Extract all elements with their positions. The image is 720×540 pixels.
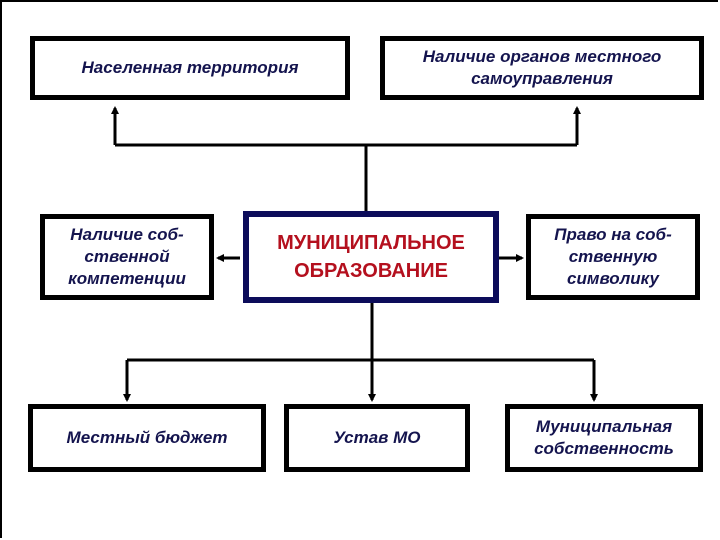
node-label: Устав МО <box>333 428 421 447</box>
node-label: Право на соб- ственную символику <box>554 225 672 288</box>
node-competence: Наличие соб- ственной компетенции <box>40 214 214 300</box>
node-label: Наличие соб- ственной компетенции <box>68 225 186 288</box>
node-charter: Устав МО <box>284 404 470 472</box>
node-symbols: Право на соб- ственную символику <box>526 214 700 300</box>
node-label: Наличие органов местного самоуправления <box>422 47 662 88</box>
node-self-government: Наличие органов местного самоуправления <box>380 36 704 100</box>
node-territory: Населенная территория <box>30 36 350 100</box>
node-label: Местный бюджет <box>66 428 228 447</box>
node-property: Муниципальная собственность <box>505 404 703 472</box>
node-label: Населенная территория <box>81 58 299 77</box>
node-budget: Местный бюджет <box>28 404 266 472</box>
node-municipal-formation: МУНИЦИПАЛЬНОЕ ОБРАЗОВАНИЕ <box>243 211 499 303</box>
center-label: МУНИЦИПАЛЬНОЕ ОБРАЗОВАНИЕ <box>277 232 465 282</box>
node-label: Муниципальная собственность <box>534 417 674 458</box>
